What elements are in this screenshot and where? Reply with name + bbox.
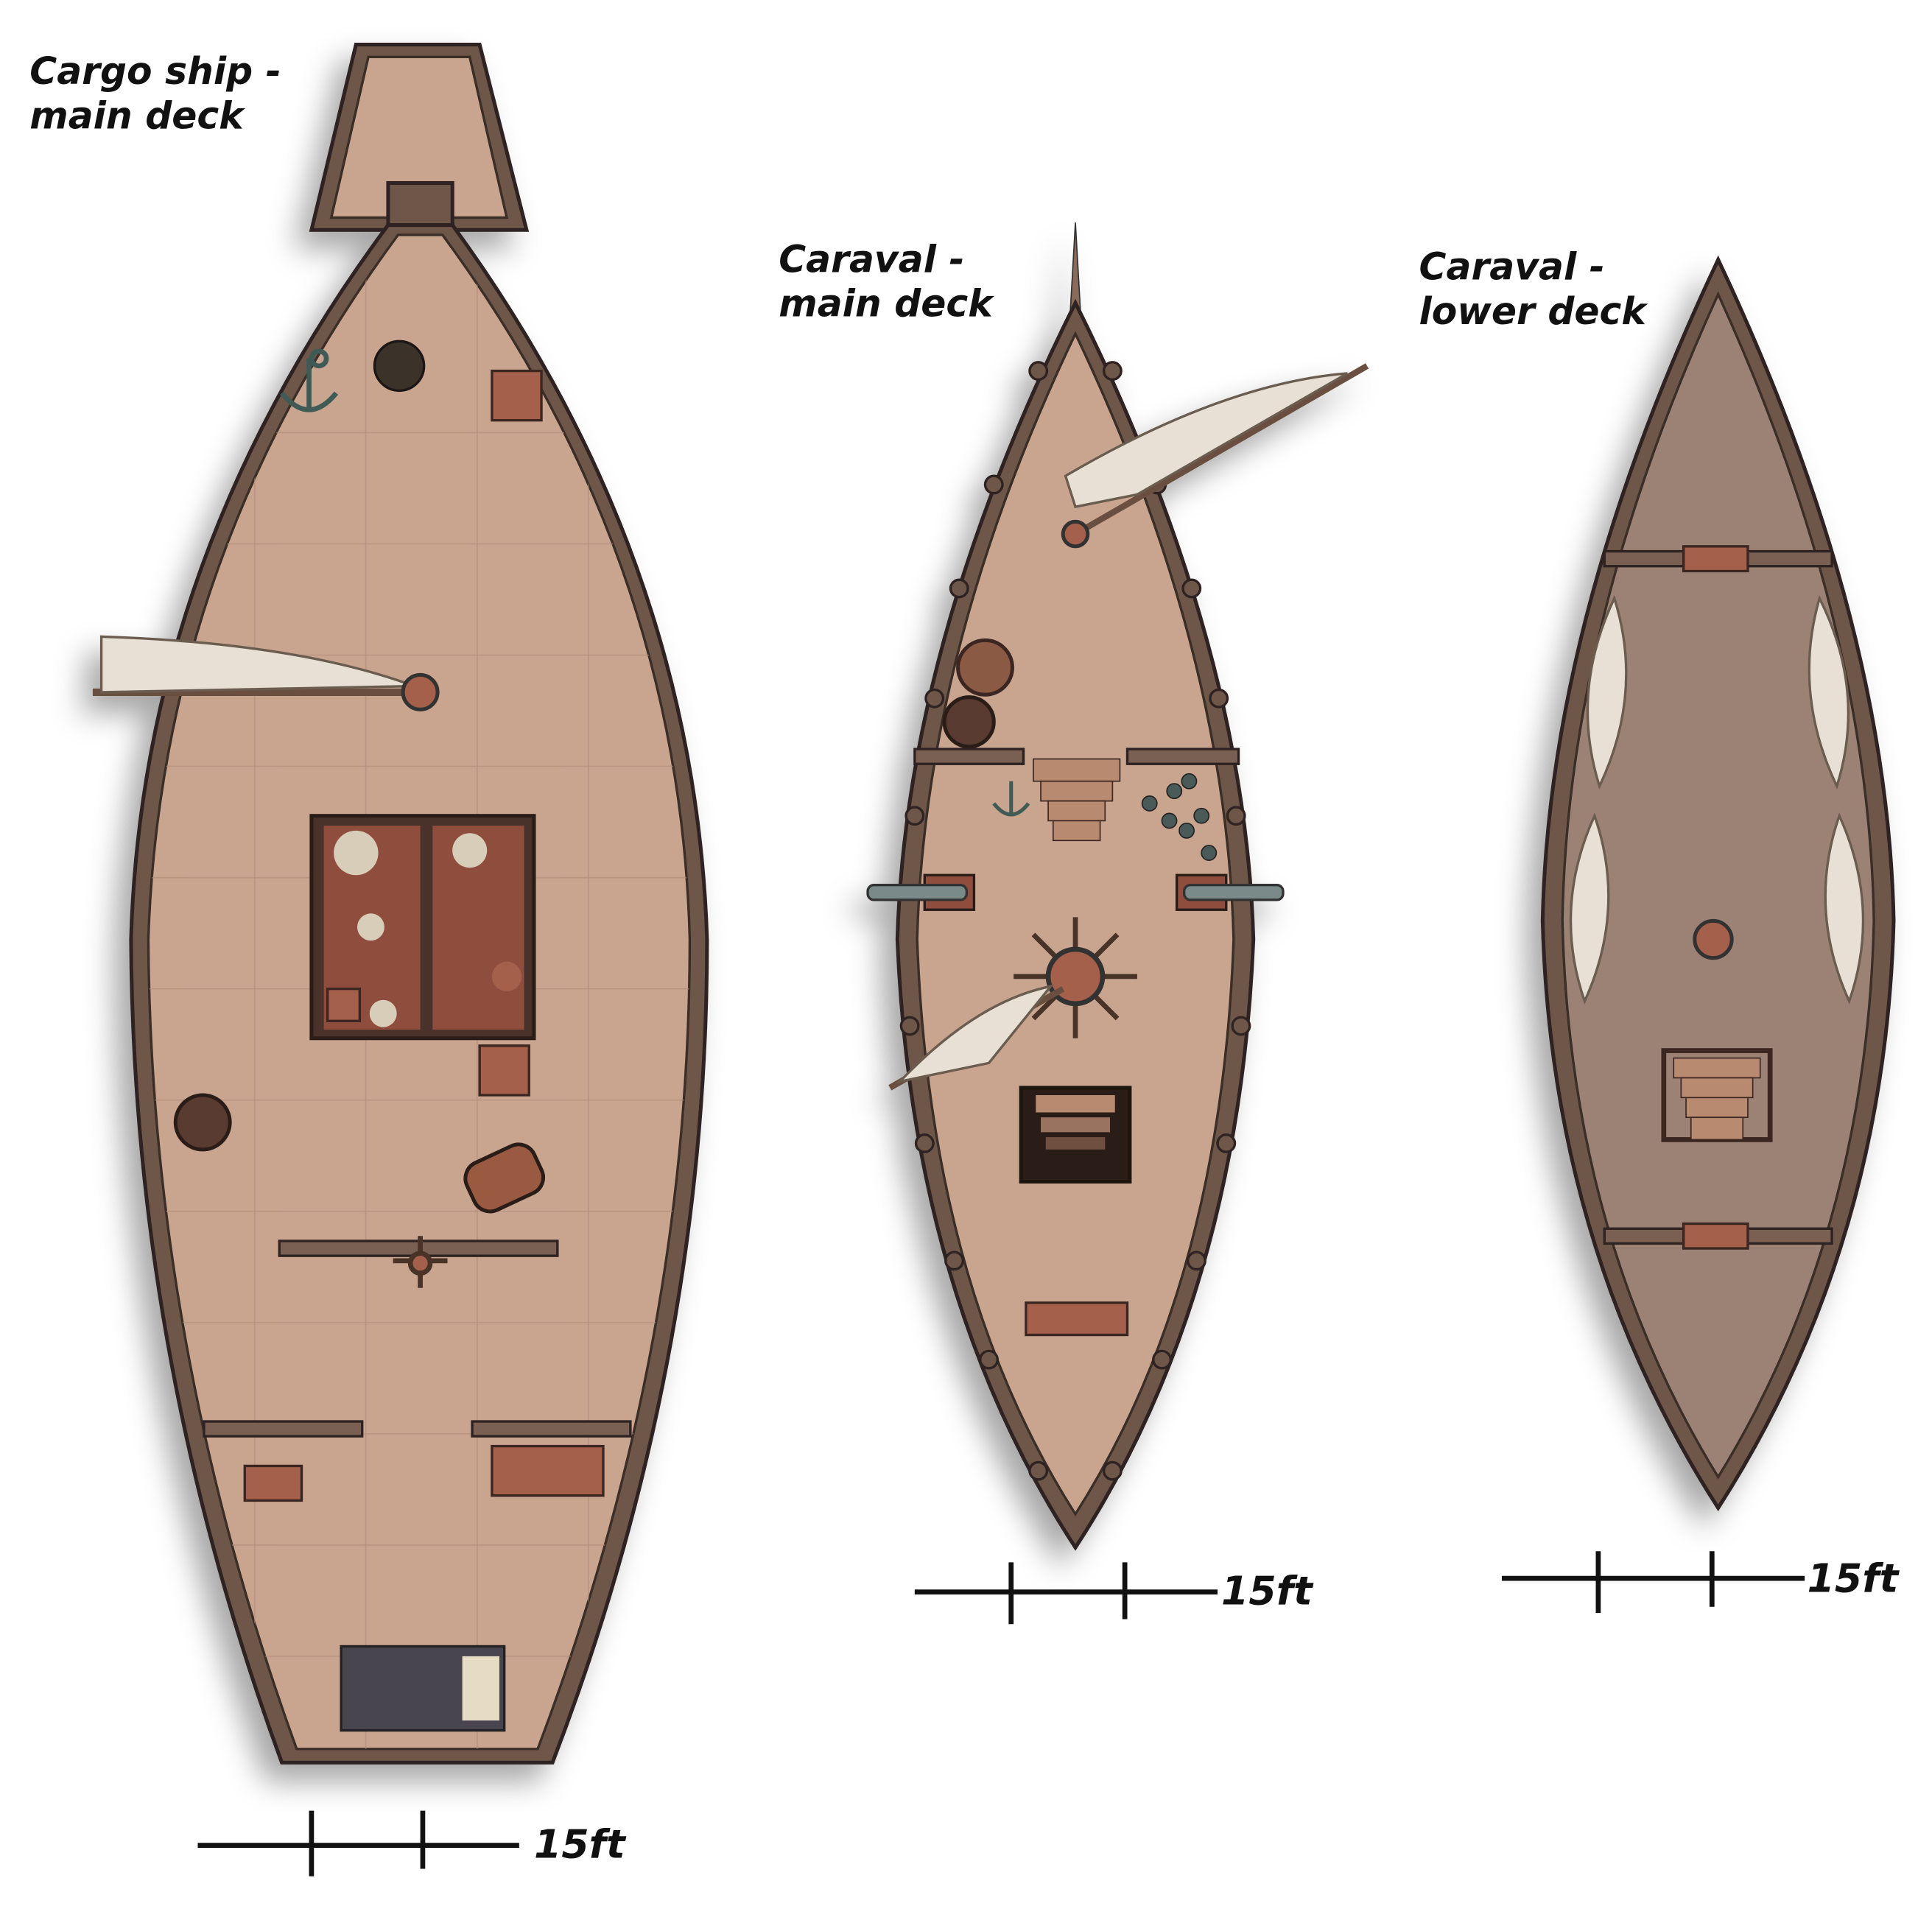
caraval-main-title-line2: main deck <box>779 282 995 326</box>
deck-wall-left <box>913 748 1025 765</box>
hull-studs <box>899 361 1251 1481</box>
caraval-main-scale-bar: 15ft <box>914 1562 1314 1625</box>
cabin-wall-right <box>471 1420 632 1438</box>
hammocks <box>1569 594 1865 1005</box>
mast-base-icon <box>1693 918 1734 960</box>
bench-icon <box>1025 1301 1129 1337</box>
stairs-up <box>1661 1048 1773 1142</box>
cargo-ship-map: Cargo ship - main deck <box>29 43 709 1877</box>
aft-sail <box>888 984 1065 1091</box>
cabin-wall-left <box>203 1420 364 1438</box>
cannon-right-icon <box>1175 873 1285 911</box>
crate-icon <box>478 1044 530 1097</box>
deck-wall-right <box>1125 748 1240 765</box>
cannon-left-icon <box>866 873 976 911</box>
scale-label: 15ft <box>1808 1555 1900 1602</box>
barrel-icon <box>463 1142 546 1214</box>
door-aft <box>1682 1222 1749 1250</box>
bowsprit <box>1069 222 1081 310</box>
ship-wheel-icon <box>1014 917 1137 1038</box>
rope-coil-icon <box>373 340 426 393</box>
anchor-icon <box>992 781 1030 817</box>
fore-sail <box>1061 363 1369 549</box>
barrel-icon <box>942 695 996 749</box>
boom-sail <box>92 635 440 711</box>
crate-icon <box>491 369 543 422</box>
basket-icon <box>956 638 1014 697</box>
caraval-main-deck-map: Caraval - main deck <box>779 222 1369 1625</box>
cargo-hold <box>309 814 536 1041</box>
cargo-ship-title-line2: main deck <box>29 94 246 138</box>
scale-label: 15ft <box>534 1821 627 1867</box>
caraval-lower-deck-map: Caraval - lower deck 15 <box>1419 245 1900 1614</box>
cargo-ship-title-line1: Cargo ship - <box>29 49 281 93</box>
caraval-main-title-line1: Caraval - <box>779 237 964 281</box>
caraval-lower-title-line1: Caraval - <box>1419 245 1605 288</box>
cargo-scale-bar: 15ft <box>197 1810 627 1877</box>
cargo-bow-deck <box>329 55 509 219</box>
door-fore <box>1682 545 1749 573</box>
caraval-lower-scale-bar: 15ft <box>1501 1551 1900 1614</box>
scale-label: 15ft <box>1221 1567 1314 1614</box>
hatch-stairs-down <box>1019 1086 1132 1184</box>
lower-deck <box>1561 291 1875 1480</box>
bed-icon <box>340 1645 506 1732</box>
chest-icon <box>243 1464 303 1502</box>
ship-wheel-icon <box>393 1236 448 1288</box>
barrel-icon <box>173 1093 232 1152</box>
anchor-icon <box>280 348 339 412</box>
caraval-lower-title-line2: lower deck <box>1419 289 1649 333</box>
table-icon <box>491 1444 605 1497</box>
cannonballs-icon <box>1141 773 1218 861</box>
stairs-up <box>1033 758 1121 842</box>
